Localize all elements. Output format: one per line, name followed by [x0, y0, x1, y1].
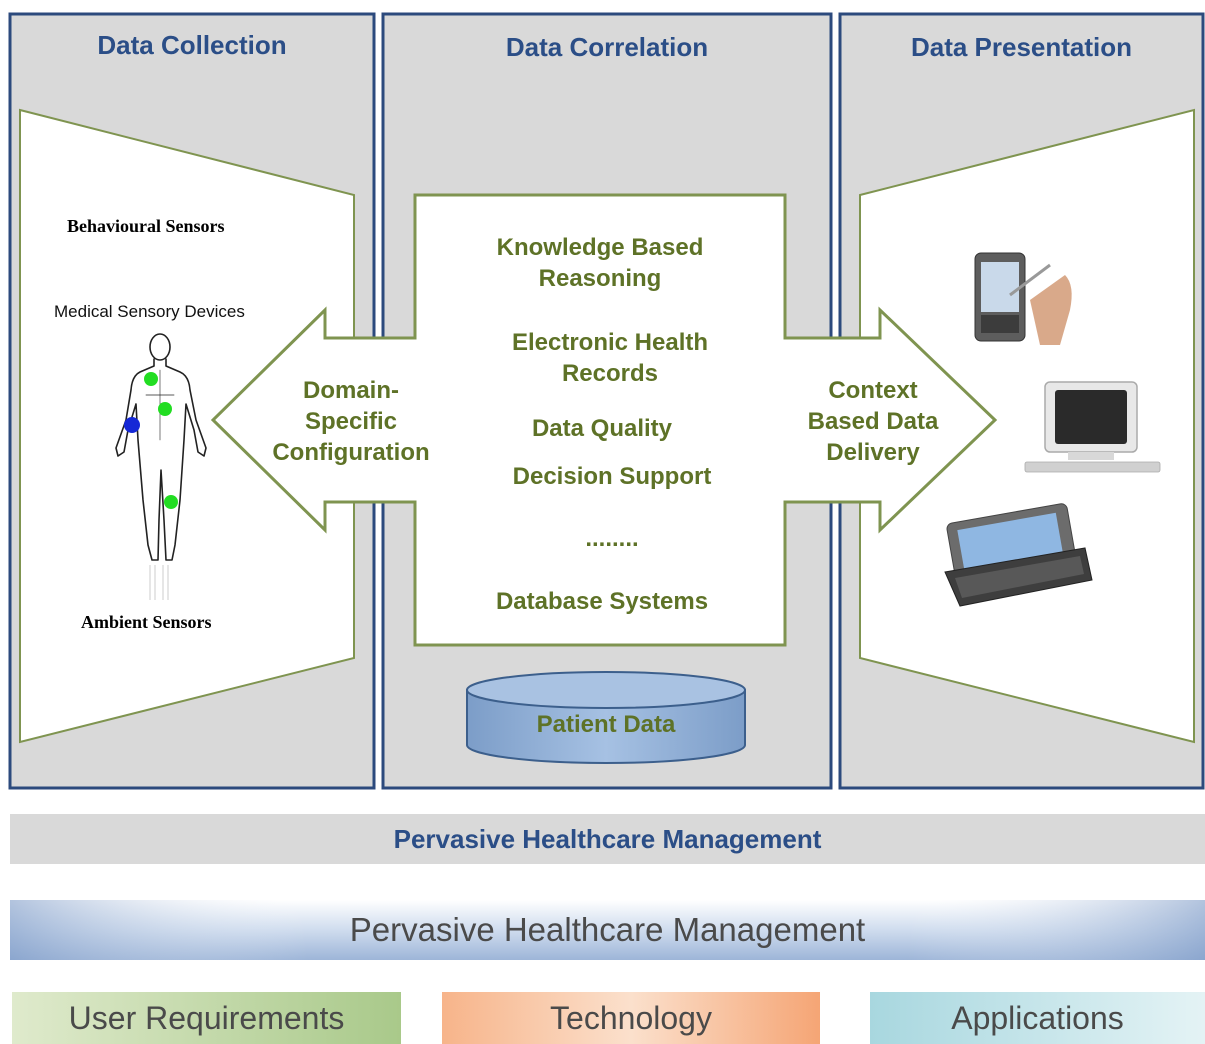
- management-bar: [10, 814, 1205, 864]
- pillar-user-requirements-label: User Requirements: [68, 999, 345, 1036]
- column-header-collection: Data Collection: [97, 30, 287, 60]
- pillar-technology-label: Technology: [550, 999, 712, 1036]
- correlation-item-knowledge: Knowledge Based Reasoning: [430, 232, 770, 294]
- correlation-item-line: Decision Support: [512, 463, 712, 490]
- pillar-technology: [442, 992, 820, 1044]
- correlation-item-decision-support: Decision Support: [442, 461, 782, 492]
- collection-funnel: [19, 108, 355, 744]
- handheld-laptop-icon: [944, 503, 1093, 607]
- correlation-item-data-quality: Data Quality: [432, 413, 772, 444]
- sensor-dot-green: [158, 402, 172, 416]
- management-banner-label: Pervasive Healthcare Management: [349, 911, 866, 948]
- behavioural-sensors-label: Behavioural Sensors: [67, 216, 225, 236]
- correlation-item-line: Data Quality: [531, 415, 673, 442]
- correlation-item-line: ........: [585, 525, 639, 552]
- correlation-item-ehr: Electronic Health Records: [440, 327, 780, 389]
- presentation-funnel: [859, 108, 1195, 744]
- patient-data-label: Patient Data: [536, 711, 676, 738]
- left-arrow-line: Configuration: [272, 439, 430, 466]
- right-arrow-line: Context: [828, 377, 918, 404]
- left-arrow-line: Domain-: [303, 377, 399, 404]
- pda-device-icon: [974, 252, 1072, 345]
- correlation-item-line: Electronic Health: [511, 329, 709, 356]
- correlation-double-arrow: [210, 193, 998, 647]
- correlation-item-line: Knowledge Based: [496, 234, 704, 261]
- right-arrow-line: Based Data: [807, 408, 939, 435]
- column-header-presentation: Data Presentation: [910, 32, 1133, 62]
- sensor-dot-green: [164, 495, 178, 509]
- ambient-sensors-label: Ambient Sensors: [81, 612, 212, 632]
- correlation-item-database: Database Systems: [432, 586, 772, 617]
- pillar-user-requirements: [12, 992, 401, 1044]
- pillar-applications-label: Applications: [951, 999, 1124, 1036]
- desktop-monitor-icon: [1024, 381, 1161, 473]
- correlation-item-line: Records: [561, 360, 659, 387]
- correlation-item-line: Reasoning: [538, 265, 662, 292]
- pillar-applications: [870, 992, 1205, 1044]
- correlation-item-ellipsis: ........: [442, 523, 782, 554]
- human-body-figure: [115, 333, 207, 561]
- left-arrow-label: Domain- Specific Configuration: [246, 375, 456, 468]
- figure-reflection: [149, 565, 169, 600]
- management-bar-label: Pervasive Healthcare Management: [393, 823, 822, 854]
- column-header-correlation: Data Correlation: [505, 32, 709, 62]
- correlation-item-line: Database Systems: [495, 588, 709, 615]
- right-arrow-label: Context Based Data Delivery: [783, 375, 963, 468]
- left-arrow-line: Specific: [304, 408, 398, 435]
- right-arrow-line: Delivery: [826, 439, 920, 466]
- sensor-dot-green: [144, 372, 158, 386]
- sensor-dot-blue: [124, 417, 140, 433]
- medical-devices-label: Medical Sensory Devices: [54, 302, 245, 321]
- patient-data-cylinder: [466, 671, 746, 764]
